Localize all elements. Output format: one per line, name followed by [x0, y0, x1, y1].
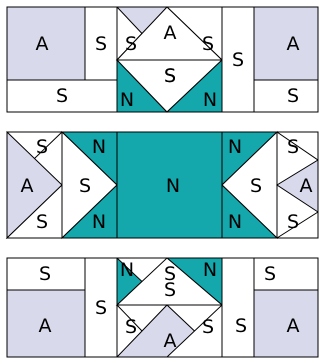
label-triangle-n-top-left: N — [120, 259, 134, 281]
label-triangle-n-right-bottom: N — [228, 211, 242, 233]
label-triangle-s-right-bottom: S — [287, 211, 299, 233]
label-triangle-n-left-bottom: N — [92, 211, 106, 233]
label-strip-s-right: S — [232, 49, 244, 71]
label-triangle-n-top-right: N — [203, 259, 217, 281]
label-triangle-s-left-center: S — [79, 175, 91, 197]
label-triangle-s-top-left: S — [125, 33, 137, 55]
label-strip-s-right: S — [235, 315, 247, 337]
label-square-a-right: A — [287, 315, 300, 337]
label-triangle-n-left-top: N — [92, 136, 106, 158]
label-triangle-s-right-top: S — [287, 136, 299, 158]
piece-strip-s-right — [222, 258, 254, 357]
label-triangle-a-left: A — [21, 175, 34, 197]
label-triangle-n-bottom-left: N — [120, 89, 134, 111]
label-triangle-s-right-center: S — [250, 175, 262, 197]
label-strip-s-left: S — [95, 297, 107, 319]
label-square-n-center: N — [166, 175, 180, 197]
label-triangle-s-left-bottom: S — [36, 211, 48, 233]
label-triangle-s-left-top: S — [36, 136, 48, 158]
label-strip-s-left: S — [95, 33, 107, 55]
label-triangle-a-top-center: A — [164, 22, 177, 44]
label-triangle-n-bottom-right: N — [203, 89, 217, 111]
label-triangle-s-bottom-left: S — [125, 316, 137, 338]
label-square-a-left: A — [36, 33, 49, 55]
label-triangle-s-bottom-center: S — [164, 65, 176, 87]
label-triangle-n-right-top: N — [228, 136, 242, 158]
label-triangle-s-bottom-right: S — [202, 316, 214, 338]
label-rect-s-left-bottom: S — [56, 85, 68, 107]
label-rect-s-right-bottom: S — [287, 85, 299, 107]
label-triangle-s-top-right: S — [202, 33, 214, 55]
label-rect-s-left-top: S — [39, 263, 51, 285]
label-square-a-right: A — [287, 33, 300, 55]
label-triangle-s-middle: S — [164, 279, 176, 301]
label-rect-s-right-top: S — [264, 263, 276, 285]
label-square-a-left: A — [39, 315, 52, 337]
label-triangle-a-bottom-center: A — [164, 330, 177, 352]
label-triangle-a-right: A — [300, 175, 313, 197]
